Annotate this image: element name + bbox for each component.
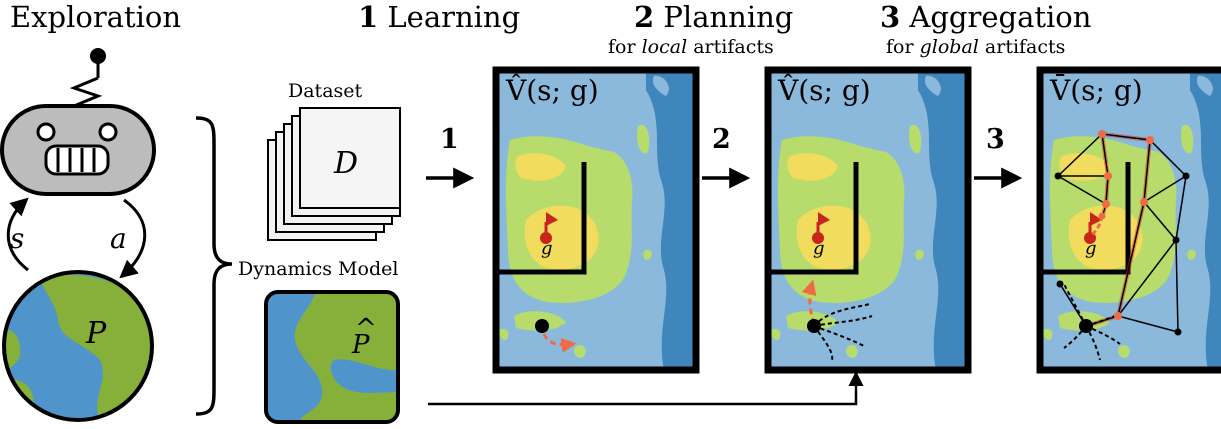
panel-planning (764, 66, 972, 374)
step-1-number: 1 (440, 124, 459, 155)
panel-2-value-label: V̂(s; g) (778, 74, 871, 107)
planning-title: 2 Planning (634, 0, 794, 34)
dataset-label: Dataset (288, 80, 363, 102)
panel-aggregation (1036, 66, 1221, 374)
grouping-brace (195, 116, 233, 416)
exploration-title: Exploration (10, 0, 182, 34)
state-arrow (6, 197, 29, 272)
goal-flag-icon (546, 212, 558, 226)
goal-flag-icon (818, 212, 830, 226)
agent-dot (535, 319, 549, 333)
dynamics-model-map-icon (264, 290, 400, 424)
action-arrow (119, 198, 147, 279)
step-3-number: 3 (986, 124, 1005, 155)
robot-agent (0, 48, 156, 196)
goal-label-2: g (813, 238, 825, 259)
dataset-symbol: D (334, 146, 359, 181)
planning-subtitle: for local artifacts (608, 36, 774, 58)
wall (496, 162, 587, 275)
aggregation-title: 3 Aggregation (880, 0, 1092, 34)
panel-1-value-label: V̂(s; g) (506, 74, 599, 107)
environment-globe (2, 270, 154, 422)
dynamics-model-symbol: ^ P (352, 314, 377, 360)
action-label: a (110, 222, 127, 255)
learning-title: 1 Learning (358, 0, 521, 34)
state-label: s (10, 222, 25, 255)
agent-dot (1079, 319, 1093, 333)
model-to-planning-arrow (428, 371, 864, 406)
goal-flag-icon (1090, 212, 1102, 226)
step-2-number: 2 (712, 124, 731, 155)
goal-label-1: g (541, 238, 553, 259)
dynamics-model-label: Dynamics Model (238, 258, 399, 280)
robot-mouth-icon (44, 144, 110, 176)
panel-3-value-label: V̄(s; g) (1050, 74, 1143, 107)
agent-dot (807, 319, 821, 333)
aggregation-subtitle: for global artifacts (886, 36, 1066, 58)
antenna-tip-icon (90, 48, 106, 64)
robot-eye-left-icon (36, 122, 56, 142)
wall (768, 162, 859, 275)
robot-eye-right-icon (98, 122, 118, 142)
dataset-stack-icon (267, 107, 401, 241)
environment-label: P (86, 316, 107, 351)
panel-learning (492, 66, 700, 374)
goal-label-3: g (1085, 238, 1097, 259)
